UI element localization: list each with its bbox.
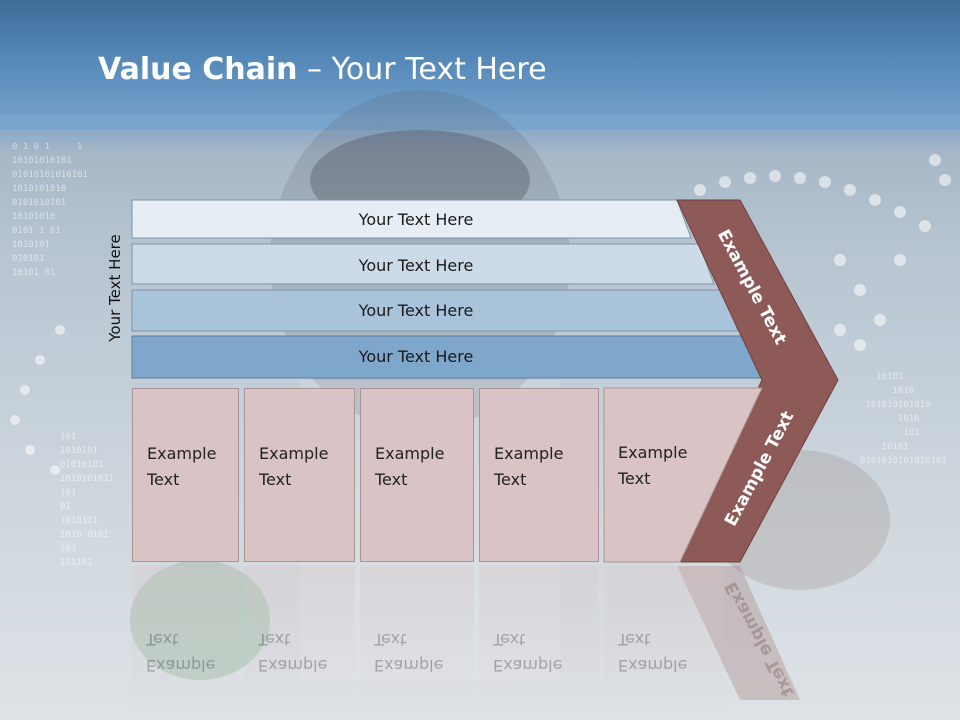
bar-4-label: Your Text Here (358, 346, 474, 366)
column-5-label: Example Text (618, 443, 688, 488)
column-2-reflection: Example Text (244, 566, 355, 716)
column-3-label: Example Text (375, 444, 445, 489)
bar-1: Your Text Here (132, 200, 700, 238)
title-bold: Value Chain (98, 52, 298, 87)
column-3: Example Text (360, 388, 474, 562)
column-3-reflection-text: Example Text (374, 630, 444, 675)
bar-3: Your Text Here (132, 291, 700, 329)
column-1-reflection-text: Example Text (146, 630, 216, 675)
title-rest: – Your Text Here (297, 52, 547, 87)
column-4: Example Text (479, 388, 599, 562)
bar-shape-3 (131, 289, 739, 332)
column-4-reflection-text: Example Text (493, 630, 563, 675)
bar-3-label: Your Text Here (358, 300, 474, 320)
column-3-reflection: Example Text (360, 566, 474, 716)
chevron-reflection (677, 566, 800, 700)
bar-shape-1 (131, 199, 692, 239)
header-fade (0, 115, 960, 155)
column-5: Example Text (604, 388, 687, 562)
chevron-shape (676, 199, 839, 563)
column-2: Example Text (244, 388, 355, 562)
column-1-reflection: Example Text (132, 566, 239, 716)
bar-1-label: Your Text Here (358, 209, 474, 229)
bar-2: Your Text Here (132, 246, 700, 284)
last-column-shape (603, 387, 763, 563)
column-1: Example Text (132, 388, 239, 562)
column-5-reflection-text: Example Text (618, 630, 688, 675)
column-2-label: Example Text (259, 444, 329, 489)
header-band (0, 0, 960, 130)
bar-4: Your Text Here (132, 337, 700, 375)
column-1-label: Example Text (147, 444, 217, 489)
binary-pattern-bottom-left: 101 1010101 01010101 1010101011 101 01 1… (60, 432, 115, 568)
bar-shape-2 (131, 243, 715, 285)
slide-title: Value Chain – Your Text Here (98, 52, 547, 87)
bar-2-label: Your Text Here (358, 255, 474, 275)
column-4-label: Example Text (494, 444, 564, 489)
binary-pattern-left: 0 1 0 1 1 10101010101 01010101010101 101… (12, 142, 88, 278)
binary-pattern-right: 10101 1010 101010101010 1010 101 10101 0… (860, 372, 947, 466)
column-5-reflection: Example Text (604, 566, 724, 716)
column-4-reflection: Example Text (479, 566, 599, 716)
column-2-reflection-text: Example Text (258, 630, 328, 675)
